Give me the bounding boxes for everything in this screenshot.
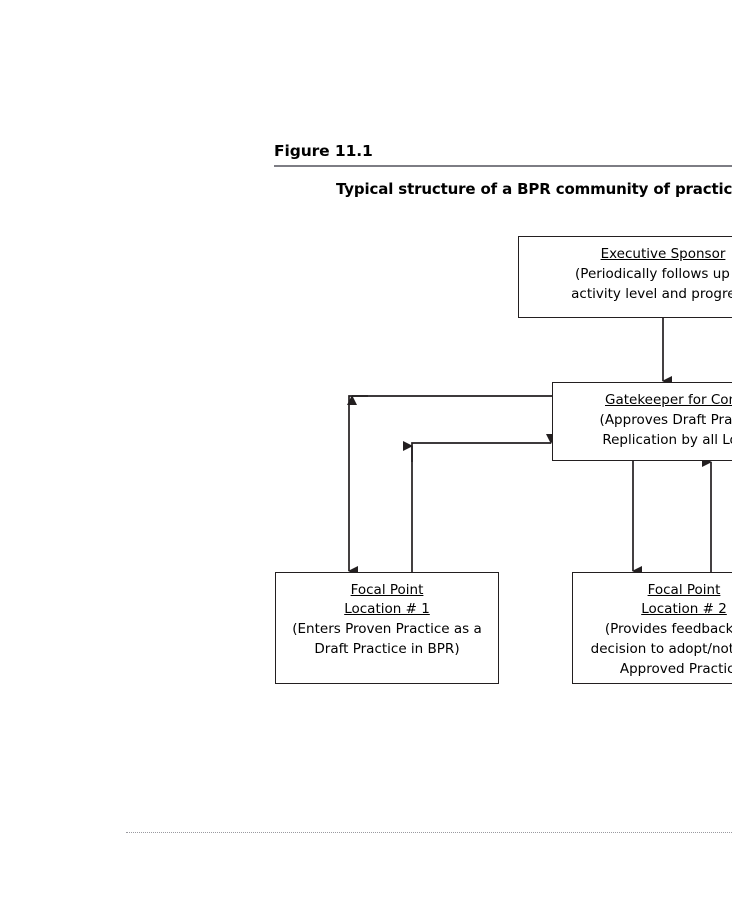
node-executive-sponsor-title: Executive Sponsor: [600, 246, 726, 262]
node-gatekeeper-title: Gatekeeper for Community: [605, 392, 732, 408]
node-gatekeeper-line-1: (Approves Draft Practices for: [599, 412, 732, 428]
node-focal-point-2[interactable]: Focal Point Location # 2 (Provides feedb…: [572, 572, 732, 684]
node-executive-sponsor-line-1: (Periodically follows up on: [575, 266, 732, 282]
connector-gatekeeper-to-fp1: [348, 395, 552, 576]
figure-label: Figure 11.1: [274, 142, 373, 160]
figure-heading-rule: [274, 165, 732, 167]
node-focal-point-1-line-2: Draft Practice in BPR): [314, 641, 460, 657]
node-executive-sponsor-line-2: activity level and progress): [571, 286, 732, 302]
node-executive-sponsor[interactable]: Executive Sponsor (Periodically follows …: [518, 236, 732, 318]
node-focal-point-2-line-2: decision to adopt/not adopt: [590, 641, 732, 657]
figure-title: Typical structure of a BPR community of …: [336, 180, 732, 198]
footer-dotted-rule: [126, 832, 732, 833]
node-focal-point-2-line-1: (Provides feedback and: [604, 621, 732, 637]
node-focal-point-1-title: Focal Point: [350, 582, 424, 598]
node-focal-point-1[interactable]: Focal Point Location # 1 (Enters Proven …: [275, 572, 499, 684]
node-focal-point-1-subtitle: Location # 1: [344, 601, 430, 617]
node-focal-point-2-title: Focal Point: [647, 582, 721, 598]
node-focal-point-1-line-1: (Enters Proven Practice as a: [292, 621, 482, 637]
node-focal-point-2-line-3: Approved Practice): [619, 661, 732, 677]
node-gatekeeper[interactable]: Gatekeeper for Community (Approves Draft…: [552, 382, 732, 461]
connector-fp1-to-gatekeeper: [411, 434, 556, 572]
node-focal-point-2-subtitle: Location # 2: [641, 601, 727, 617]
node-gatekeeper-line-2: Replication by all Locations): [602, 432, 732, 448]
